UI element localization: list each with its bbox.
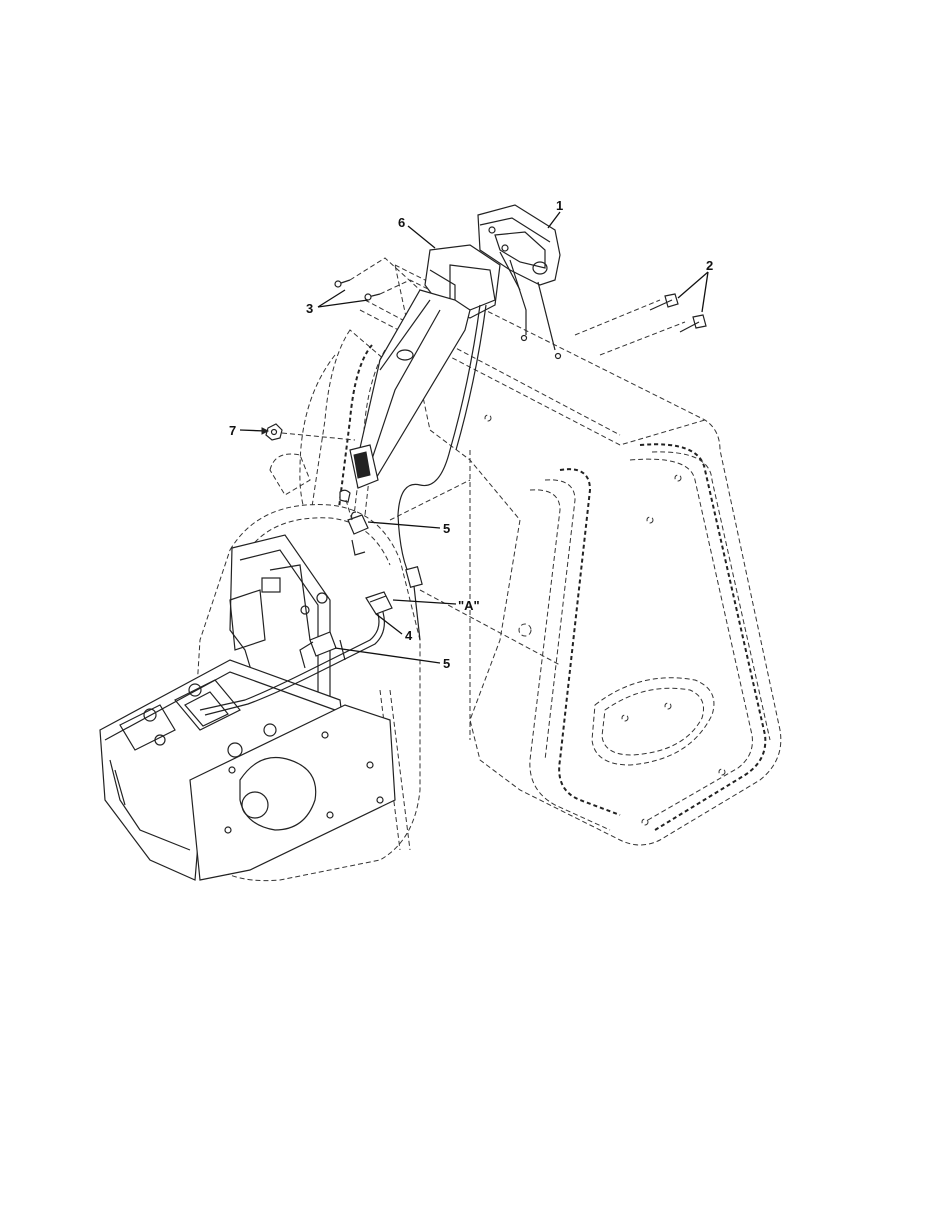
callout-2: 2 xyxy=(706,258,713,273)
gearbox-bracket xyxy=(99,534,396,881)
callout-labels: 1 2 3 6 7 5 "A" 4 5 xyxy=(229,198,713,671)
callout-5-upper: 5 xyxy=(443,521,450,536)
clip-5-upper xyxy=(339,489,369,556)
callout-7: 7 xyxy=(229,423,236,438)
callout-6: 6 xyxy=(398,215,405,230)
callout-1: 1 xyxy=(556,198,563,213)
screws-2 xyxy=(574,293,707,356)
callout-5-lower: 5 xyxy=(443,656,450,671)
auger-housing-phantom xyxy=(269,264,782,846)
control-stalk-6 xyxy=(349,244,501,641)
console-display-1 xyxy=(477,204,562,360)
callout-3: 3 xyxy=(306,301,313,316)
screws-3 xyxy=(334,257,431,301)
callout-connector-a: "A" xyxy=(458,598,480,613)
nut-7 xyxy=(265,423,356,441)
callout-4: 4 xyxy=(405,628,413,643)
harness-4 xyxy=(199,591,393,716)
leader-lines xyxy=(239,211,709,664)
